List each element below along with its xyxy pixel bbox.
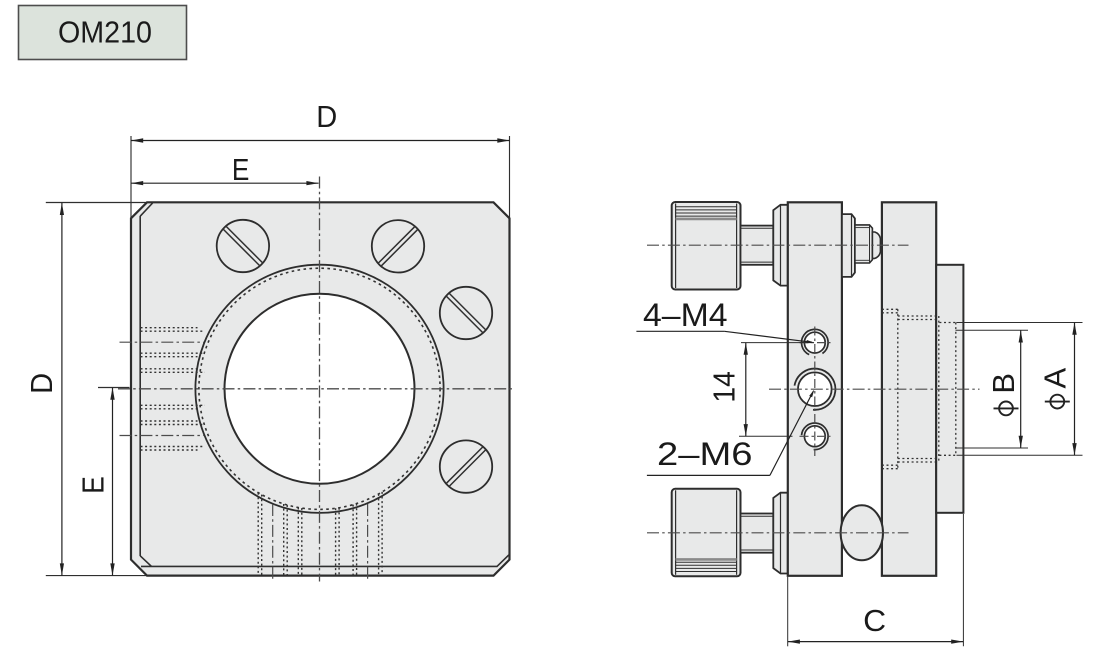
svg-text:E: E [232,152,250,187]
svg-text:C: C [863,603,886,638]
svg-text:2–M6: 2–M6 [657,436,753,472]
svg-text:4–M4: 4–M4 [643,297,728,333]
svg-text:E: E [76,476,111,494]
svg-text:B: B [986,373,1021,394]
svg-text:OM210: OM210 [58,15,152,50]
svg-text:14: 14 [707,371,742,403]
svg-text:D: D [24,373,59,394]
svg-text:D: D [316,99,337,134]
svg-text:A: A [1038,367,1073,388]
